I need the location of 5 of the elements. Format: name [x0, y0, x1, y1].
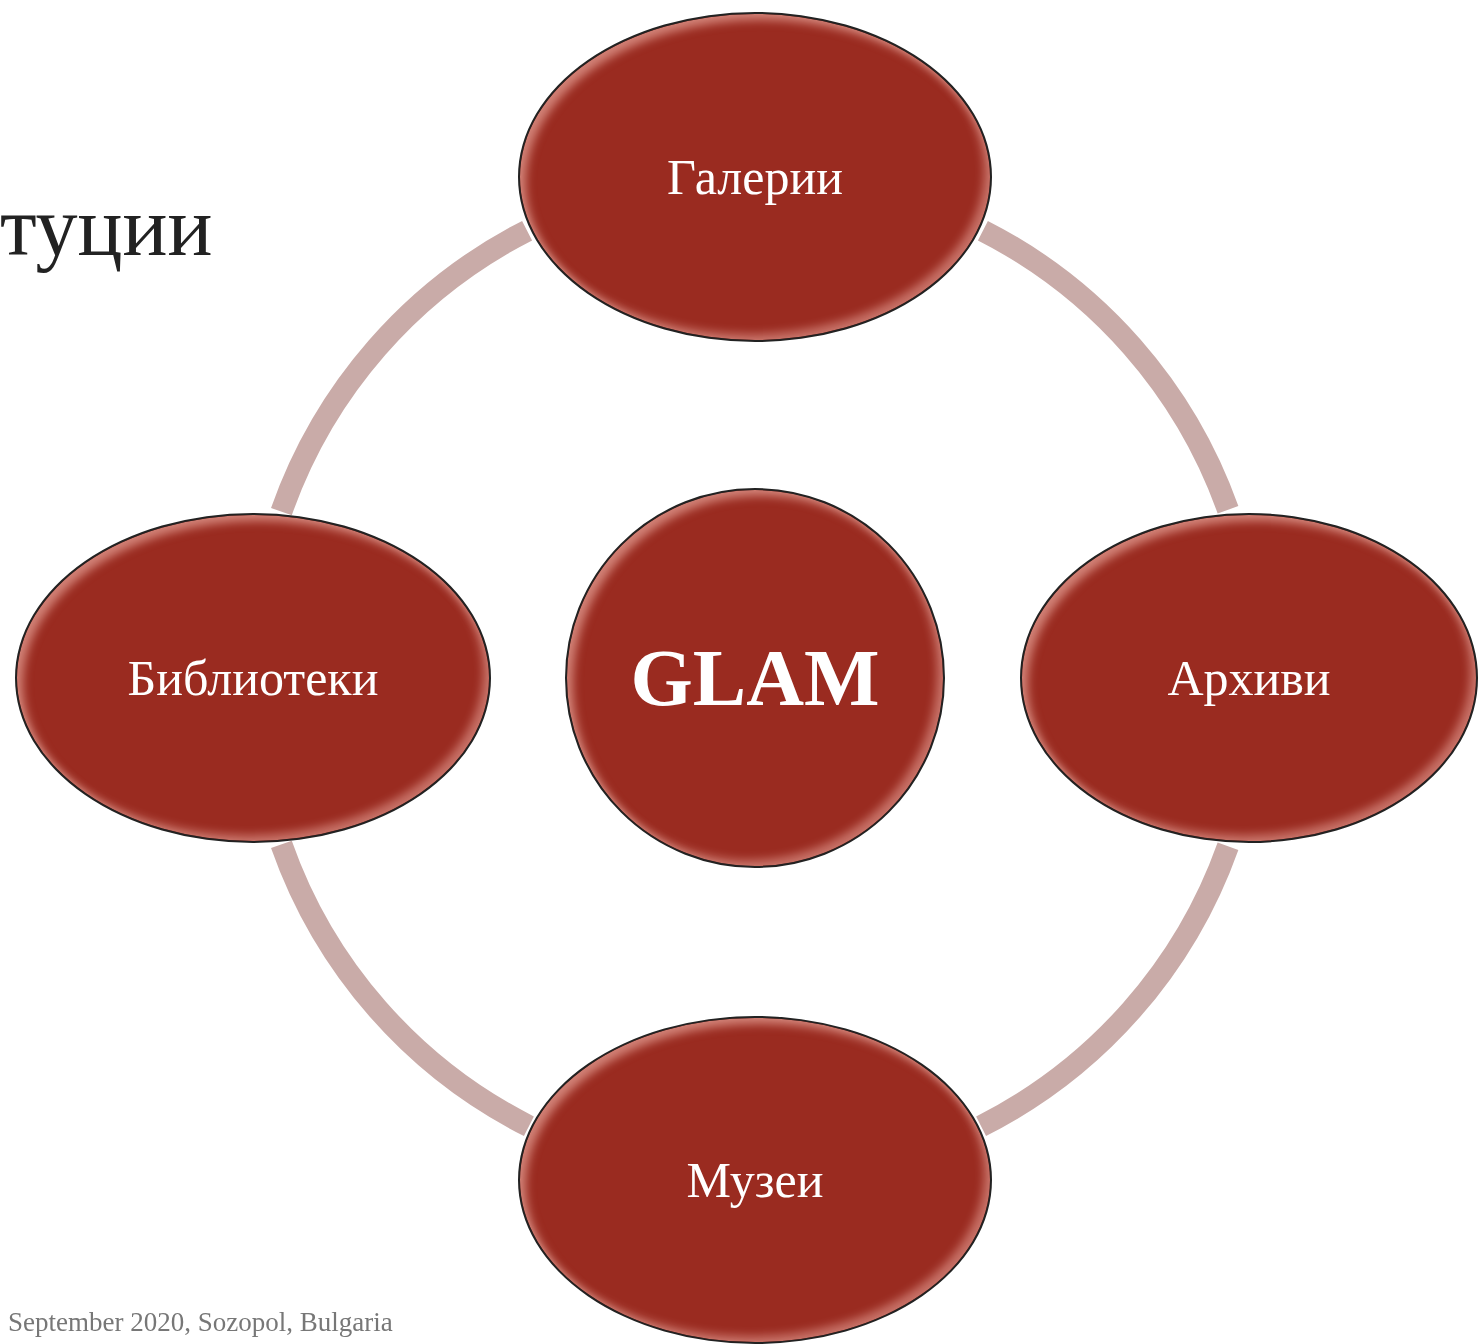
ring-connector [977, 221, 1239, 515]
ring-connector [271, 221, 533, 516]
node-label: Библиотеки [127, 653, 379, 703]
node-label: GLAM [630, 638, 880, 718]
footer-note: September 2020, Sozopol, Bulgaria [8, 1306, 393, 1339]
